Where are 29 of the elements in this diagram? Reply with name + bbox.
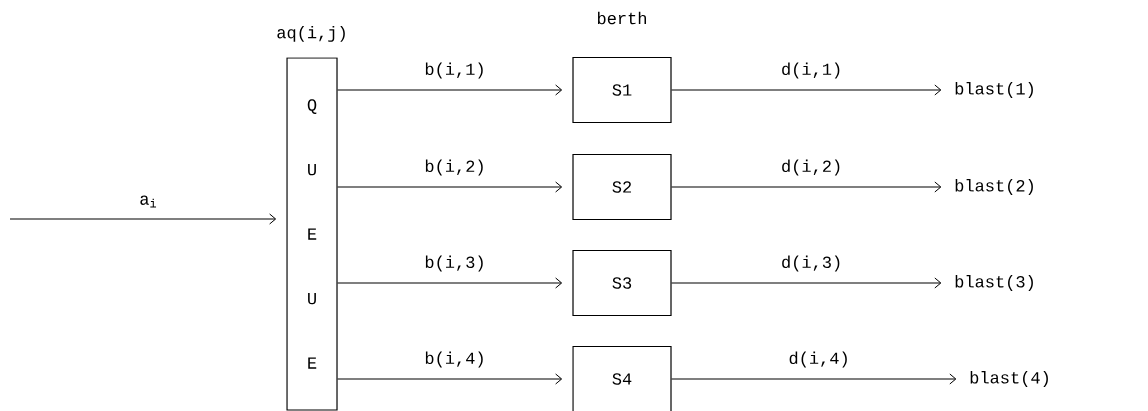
edge-label: d(i,1) [782, 62, 840, 79]
server-box: S3 [572, 249, 672, 317]
arrow [9, 213, 277, 225]
edge-label: d(i,4) [789, 351, 847, 368]
arrow [337, 373, 563, 385]
arrow [671, 373, 957, 385]
output-label: blast(3) [955, 275, 1033, 291]
edge-label: b(i,1) [425, 62, 483, 79]
arrow [671, 277, 942, 289]
edge-label: b(i,2) [425, 159, 483, 176]
output-label: blast(4) [970, 371, 1048, 387]
edge-label: a$_{i}$ [140, 195, 157, 208]
output-label: blast(2) [955, 179, 1033, 195]
queue-box: Q U E U E [286, 57, 338, 411]
edge-label: b(i,4) [425, 351, 483, 368]
server-box: S2 [572, 153, 672, 221]
edge-label: d(i,2) [782, 159, 840, 176]
arrow [671, 84, 942, 96]
column-heading: berth [598, 11, 646, 25]
arrow [337, 181, 563, 193]
queue-heading: aq(i,j) [277, 25, 345, 42]
output-label: blast(1) [955, 82, 1033, 98]
edge-label: b(i,3) [425, 255, 483, 272]
edge-label: d(i,3) [782, 255, 840, 272]
arrow [337, 84, 563, 96]
server-box: S4 [572, 345, 672, 411]
server-box: S1 [572, 56, 672, 124]
arrow [671, 181, 942, 193]
arrow [337, 277, 563, 289]
